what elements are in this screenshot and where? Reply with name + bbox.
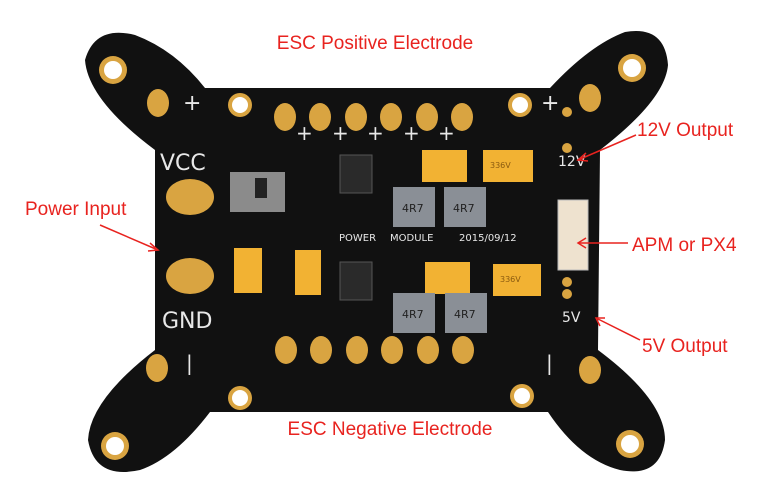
module-label: MODULE	[390, 233, 433, 244]
inductor-label: 4R7	[454, 308, 476, 321]
plus-sign: +	[183, 91, 201, 116]
output-header-pads	[562, 107, 572, 299]
pcb-board	[85, 30, 668, 472]
apm-connector	[557, 199, 589, 271]
power-label: POWER	[339, 233, 376, 244]
12v-output-annotation: 12V Output	[637, 120, 734, 141]
esc-negative-annotation: ESC Negative Electrode	[288, 419, 493, 440]
esc-negative-pads	[146, 336, 601, 384]
plus-sign: +	[296, 121, 313, 145]
date-label: 2015/09/12	[459, 233, 517, 244]
12v-label: 12V	[558, 154, 586, 170]
inductor-label: 4R7	[402, 308, 424, 321]
esc-positive-pads	[147, 84, 601, 131]
shunt-marking	[255, 178, 267, 198]
capacitor-label: 336V	[490, 161, 511, 170]
plus-sign: +	[438, 121, 455, 145]
minus-sign: |	[546, 351, 553, 375]
capacitors	[234, 150, 541, 296]
minus-sign: |	[186, 351, 193, 375]
plus-sign: +	[403, 121, 420, 145]
5v-label: 5V	[562, 310, 581, 326]
regulator-ic	[339, 154, 373, 194]
plus-sign: +	[332, 121, 349, 145]
mounting-holes	[99, 54, 646, 460]
gnd-pad	[166, 258, 214, 294]
gnd-label: GND	[162, 309, 212, 334]
plus-sign: +	[367, 121, 384, 145]
apm-px4-annotation: APM or PX4	[632, 235, 737, 256]
regulator-ic	[339, 261, 373, 301]
inductor-label: 4R7	[402, 202, 424, 215]
inductor-label: 4R7	[453, 202, 475, 215]
plus-sign: +	[541, 91, 559, 116]
esc-positive-annotation: ESC Positive Electrode	[277, 33, 473, 54]
annotation-arrows	[99, 134, 641, 341]
power-input-annotation: Power Input	[25, 199, 127, 220]
inductors	[393, 187, 487, 333]
5v-output-annotation: 5V Output	[642, 336, 728, 357]
vcc-pad	[166, 179, 214, 215]
vcc-label: VCC	[160, 151, 206, 176]
capacitor-label: 336V	[500, 275, 521, 284]
